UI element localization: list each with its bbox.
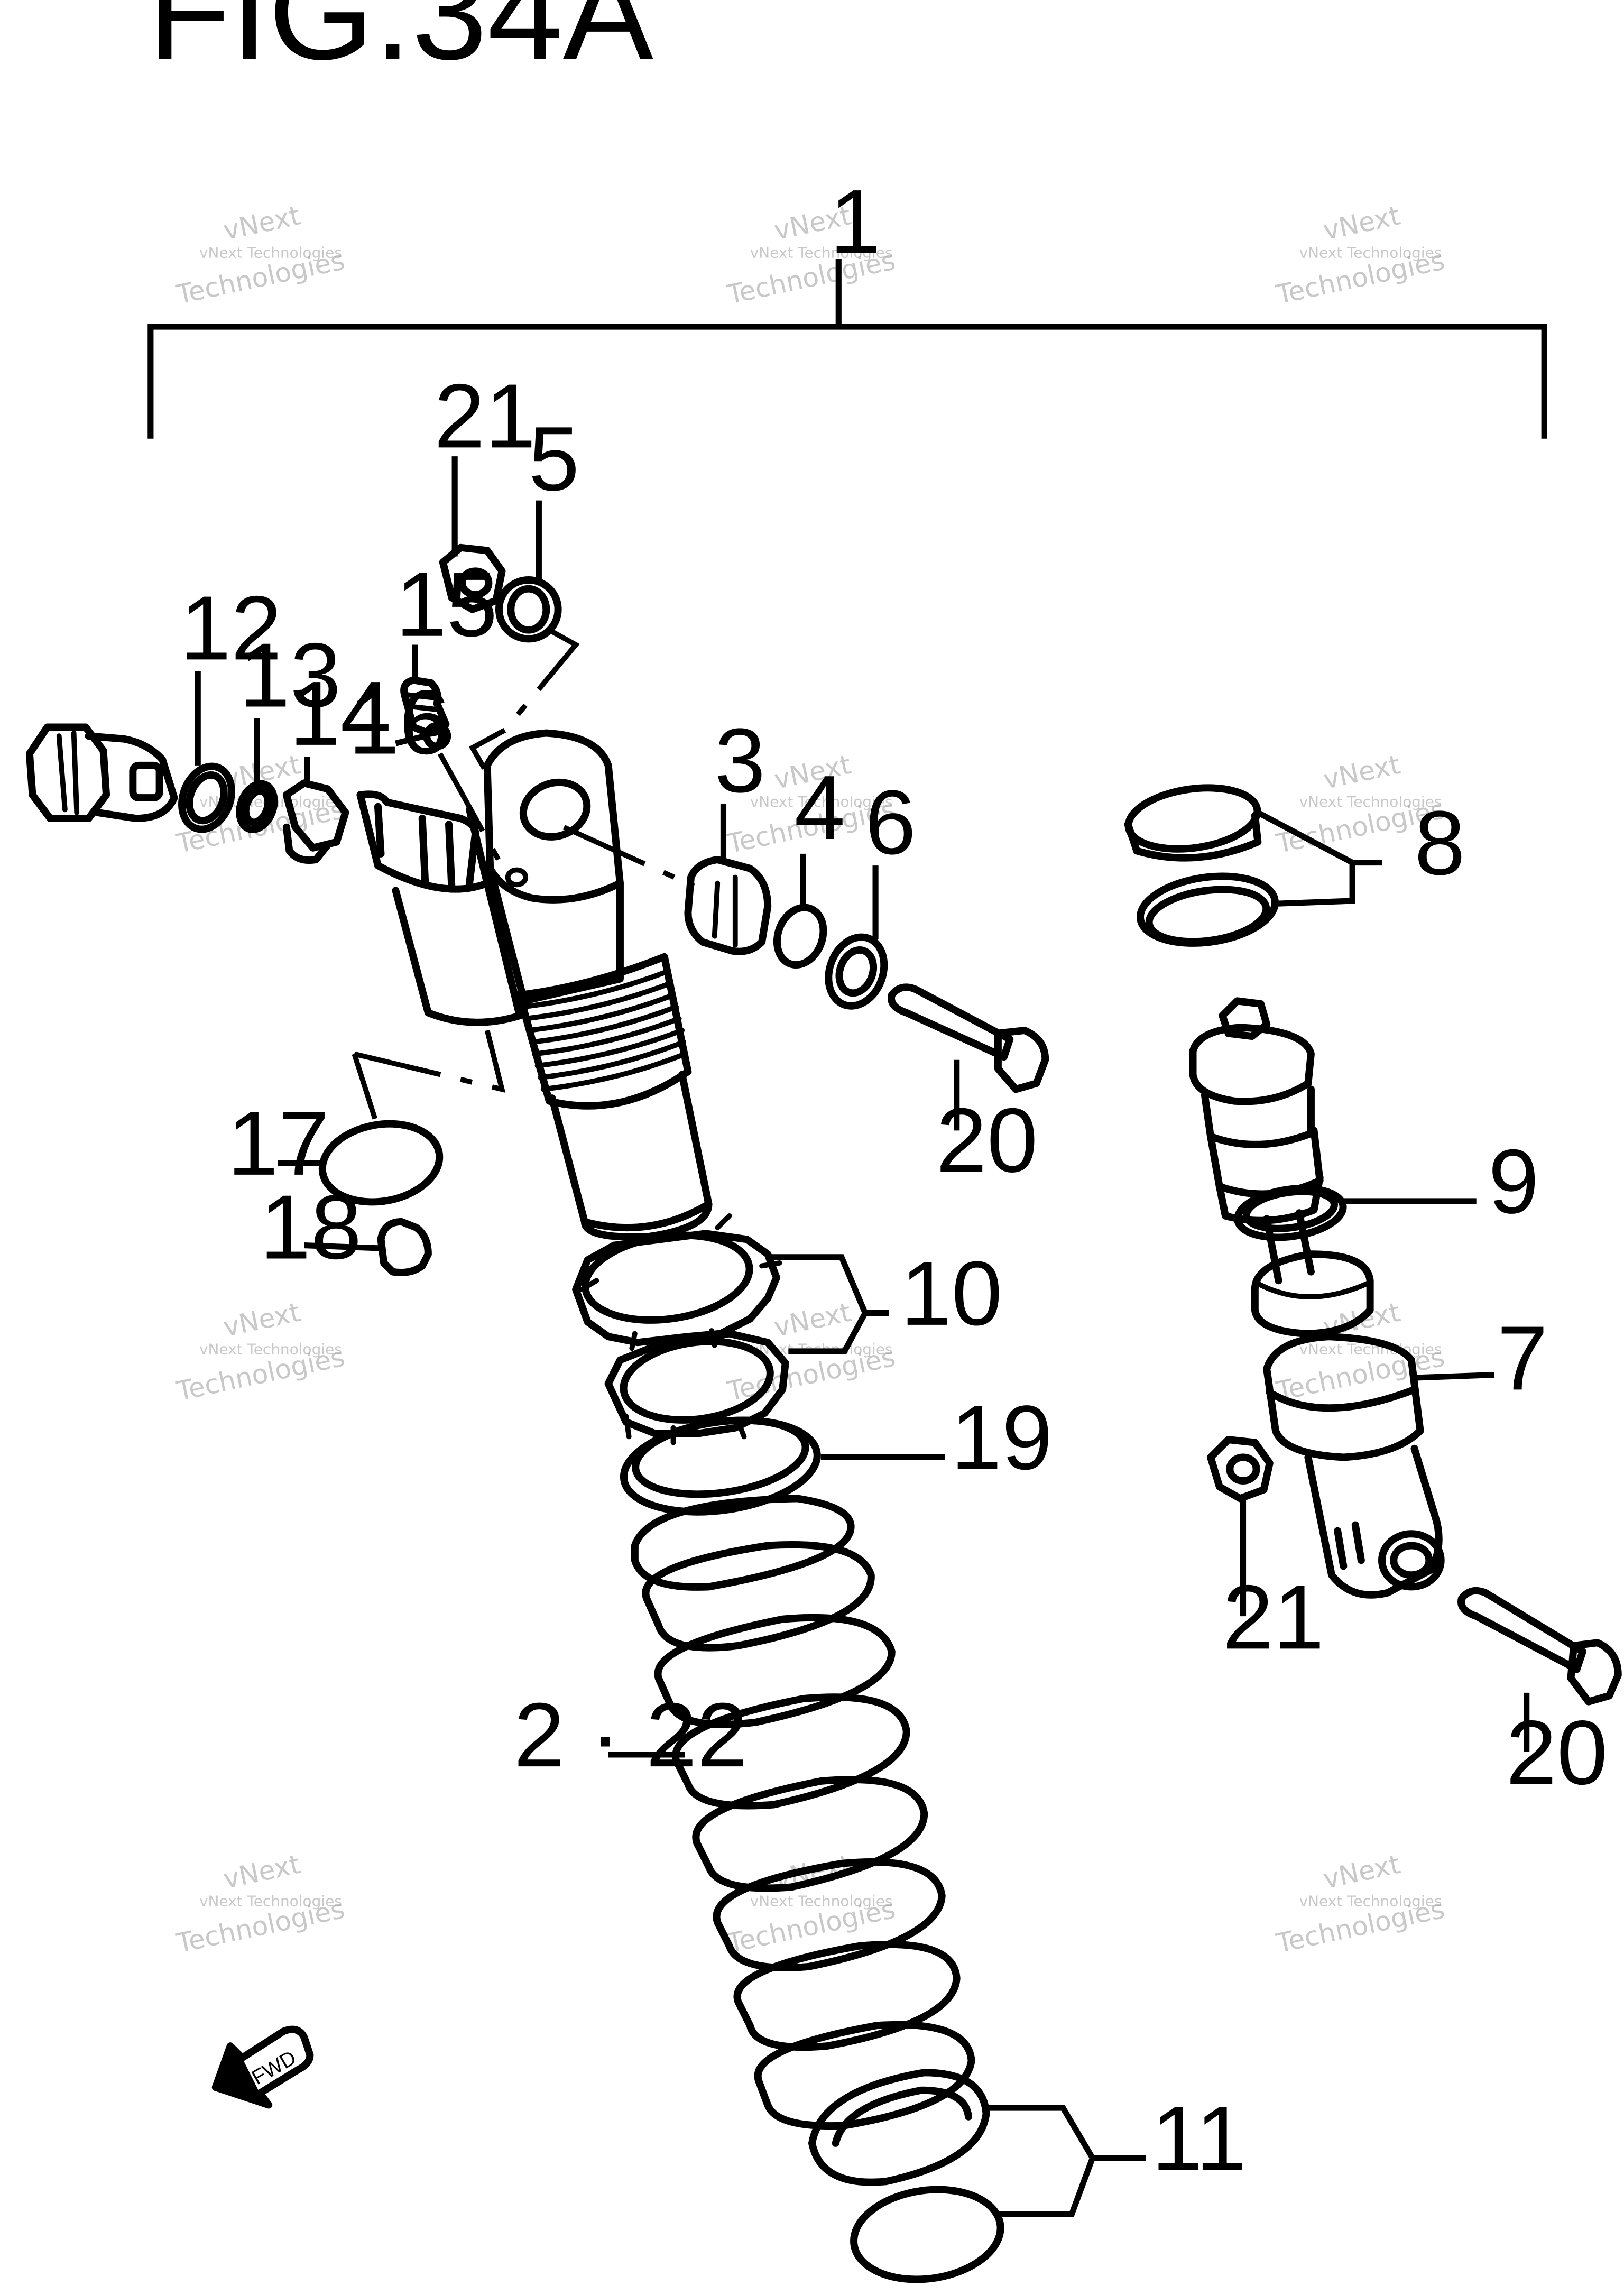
callout-4: 4 <box>794 756 845 859</box>
svg-text:vNext Technologies: vNext Technologies <box>199 244 342 261</box>
callout-20-lower: 20 <box>1506 1701 1608 1804</box>
cap-18 <box>377 1218 432 1276</box>
assembly-line-3 <box>562 825 695 889</box>
callout-19: 19 <box>951 1386 1053 1489</box>
svg-text:vNext Technologies: vNext Technologies <box>1299 793 1442 810</box>
o-ring-4 <box>773 904 827 969</box>
callout-1: 1 <box>830 170 881 273</box>
callout-12: 12 <box>180 577 282 679</box>
callout-13: 13 <box>239 624 341 726</box>
svg-text:vNext Technologies: vNext Technologies <box>199 1341 342 1358</box>
callout-9: 9 <box>1488 1130 1539 1232</box>
assembly-line-16 <box>437 752 508 873</box>
figure-title: FIG.34A <box>147 0 654 88</box>
watermark: vNext Technologies Technologies vNext <box>1273 749 1447 859</box>
callout-3: 3 <box>715 709 765 812</box>
svg-text:vNext Technologies: vNext Technologies <box>1299 1893 1442 1910</box>
callout-7: 7 <box>1497 1307 1548 1409</box>
callout-17: 17 <box>227 1092 329 1194</box>
assembly-line-5 <box>468 628 580 770</box>
callout-5: 5 <box>529 407 579 510</box>
svg-text:vNext: vNext <box>220 1848 303 1895</box>
callout-8: 8 <box>1414 791 1465 894</box>
watermark: vNext Technologies Technologies vNext <box>1273 200 1447 310</box>
svg-text:vNext Technologies: vNext Technologies <box>750 244 893 261</box>
bump-stop-8 <box>1124 784 1279 947</box>
svg-text:vNext: vNext <box>220 1296 303 1343</box>
svg-text:vNext: vNext <box>1321 200 1403 246</box>
assembly-line-17b <box>352 1053 378 1120</box>
shock-absorber-body <box>356 729 713 1241</box>
assembly-line-17 <box>354 1029 506 1093</box>
assembly-bracket <box>147 259 1547 439</box>
spring-seat-19 <box>620 1416 821 1516</box>
coil-spring <box>631 1495 975 2130</box>
svg-text:vNext Technologies: vNext Technologies <box>1299 244 1442 261</box>
bump-rubber <box>1251 1250 1374 1338</box>
watermark: vNext Technologies Technologies vNext <box>173 200 347 310</box>
washer-6 <box>825 933 888 1010</box>
clevis-7 <box>1263 1333 1445 1599</box>
bolt-15 <box>400 676 450 737</box>
svg-text:vNext Technologies: vNext Technologies <box>199 1893 342 1910</box>
callout-14: 14 <box>289 662 391 764</box>
callout-10: 10 <box>901 1242 1003 1344</box>
adjuster-nut-10-lower <box>604 1330 789 1445</box>
nut-21-right <box>1207 1436 1274 1503</box>
adjuster-nut-10-upper <box>572 1213 782 1351</box>
spring-seat-11 <box>808 2069 1004 2283</box>
callout-6: 6 <box>865 771 916 873</box>
svg-text:vNext Technologies: vNext Technologies <box>750 1893 893 1910</box>
ring-13 <box>236 780 278 833</box>
watermark: vNext Technologies Technologies vNext <box>1273 1296 1447 1407</box>
ring-12 <box>178 762 235 833</box>
callouts: 21 5 12 13 14 15 16 3 4 6 20 17 18 10 19… <box>180 365 1608 2189</box>
body-threads <box>520 969 688 1092</box>
washer-16 <box>423 722 451 750</box>
bolt-20-upper <box>888 983 1049 1093</box>
svg-text:vNext: vNext <box>771 1296 854 1343</box>
fwd-arrow: FWD <box>211 2025 314 2109</box>
svg-text:vNext Technologies: vNext Technologies <box>750 793 893 810</box>
svg-text:vNext: vNext <box>1321 1848 1403 1895</box>
svg-text:vNext: vNext <box>1321 749 1403 795</box>
callout-11: 11 <box>1151 2087 1247 2189</box>
callout-21-top: 21 <box>434 365 536 467</box>
bolt-20-lower <box>1457 1587 1622 1706</box>
nut-21-top <box>439 543 506 613</box>
callout-18: 18 <box>260 1176 362 1278</box>
ring-9 <box>1234 1185 1347 1241</box>
callout-20-upper: 20 <box>936 1089 1038 1192</box>
seal-17 <box>318 1120 444 1206</box>
callout-21-right: 21 <box>1222 1566 1324 1669</box>
reservoir-cap <box>25 723 178 823</box>
callout-16: 16 <box>348 671 450 773</box>
svg-text:vNext: vNext <box>220 200 303 246</box>
callout-2-22: 2 · 22 <box>514 1683 748 1786</box>
bushing-3 <box>684 856 772 955</box>
watermark: vNext Technologies Technologies vNext <box>1273 1848 1447 1959</box>
watermark: vNext Technologies Technologies vNext <box>173 1848 347 1959</box>
callout-15: 15 <box>395 553 497 656</box>
watermark: vNext Technologies Technologies vNext <box>173 1296 347 1407</box>
washer-5 <box>495 576 562 643</box>
leader-lines <box>195 456 1530 2217</box>
